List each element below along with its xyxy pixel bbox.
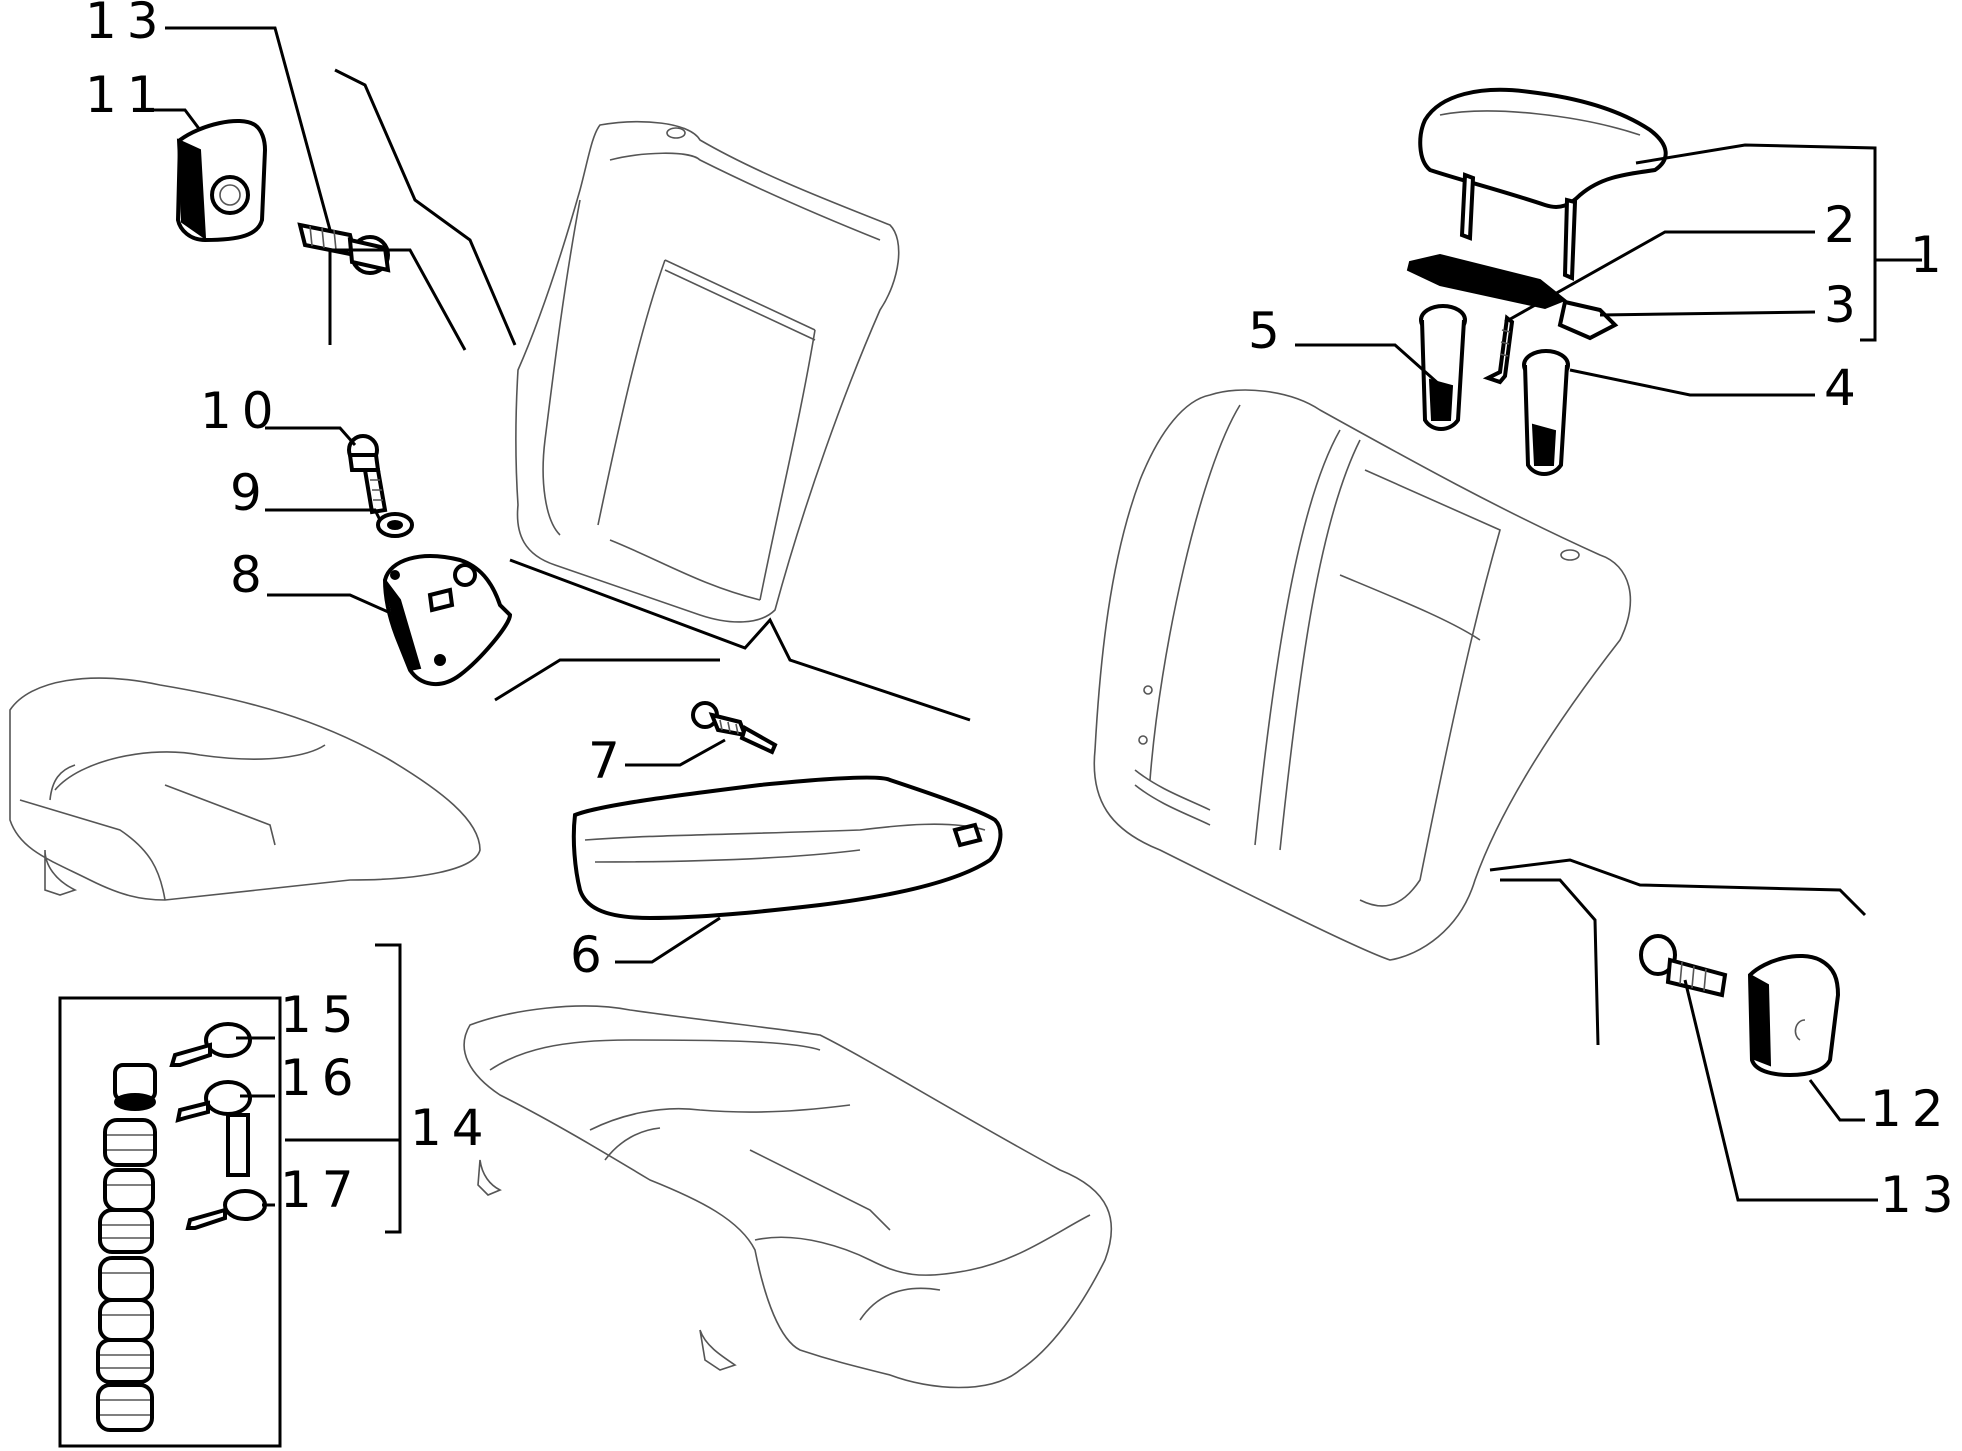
headrest-guide-plate (1406, 253, 1619, 341)
callout-16: 16 (280, 1049, 364, 1107)
hinge-bolt-right (1639, 934, 1728, 998)
key-16 (175, 1080, 252, 1177)
callout-8: 8 (230, 546, 262, 604)
lock-cylinder (103, 1118, 157, 1167)
lock-cylinder (98, 1256, 154, 1302)
left-seat-cushion (9, 677, 481, 901)
headrest-guide-sleeve-right (1522, 349, 1570, 476)
leader-lines (150, 26, 1922, 1234)
lock-cylinder (98, 1208, 154, 1254)
callout-4: 4 (1824, 359, 1856, 417)
callout-10: 10 (200, 382, 284, 440)
lock-set-box (58, 996, 282, 1448)
armrest-pad (571, 775, 1003, 921)
callout-1: 1 (1910, 226, 1942, 284)
callout-13-bottom: 13 (1880, 1166, 1962, 1224)
recliner-bracket (382, 554, 513, 686)
callout-3: 3 (1824, 276, 1856, 334)
lock-cylinder (98, 1298, 154, 1342)
callout-12: 12 (1870, 1080, 1954, 1138)
callout-15: 15 (280, 986, 364, 1044)
right-seat-back (1093, 389, 1632, 961)
callout-13-top: 13 (85, 0, 169, 50)
key-17 (185, 1189, 267, 1230)
lock-cylinders (96, 1063, 157, 1432)
right-seat-cushion (463, 1005, 1113, 1389)
callout-14: 14 (410, 1099, 494, 1157)
callout-5: 5 (1248, 302, 1280, 360)
callout-7: 7 (588, 732, 620, 790)
callout-11: 11 (85, 66, 169, 124)
callout-labels: 1 2 3 4 5 6 7 8 9 10 11 12 13 13 14 15 1… (85, 0, 1962, 1224)
headrest-guide-sleeve-left (1419, 304, 1467, 431)
plate-screw (1482, 314, 1515, 385)
lock-cylinder (96, 1338, 154, 1384)
recliner-bolt (347, 434, 388, 515)
recliner-washer (376, 512, 414, 538)
lock-cylinder (113, 1063, 157, 1111)
left-seat-back (514, 120, 900, 623)
lock-cylinder (103, 1168, 155, 1212)
lock-cylinder (96, 1383, 154, 1432)
hinge-bolt-left (297, 222, 391, 275)
key-15 (169, 1022, 252, 1067)
callout-17: 17 (280, 1161, 364, 1219)
callout-9: 9 (230, 464, 262, 522)
callout-2: 2 (1824, 196, 1856, 254)
hinge-cover-left (175, 118, 268, 243)
hinge-cover-right (1747, 954, 1841, 1078)
pivot-pin (691, 701, 778, 755)
callout-6: 6 (570, 926, 602, 984)
headrest (1418, 87, 1668, 281)
